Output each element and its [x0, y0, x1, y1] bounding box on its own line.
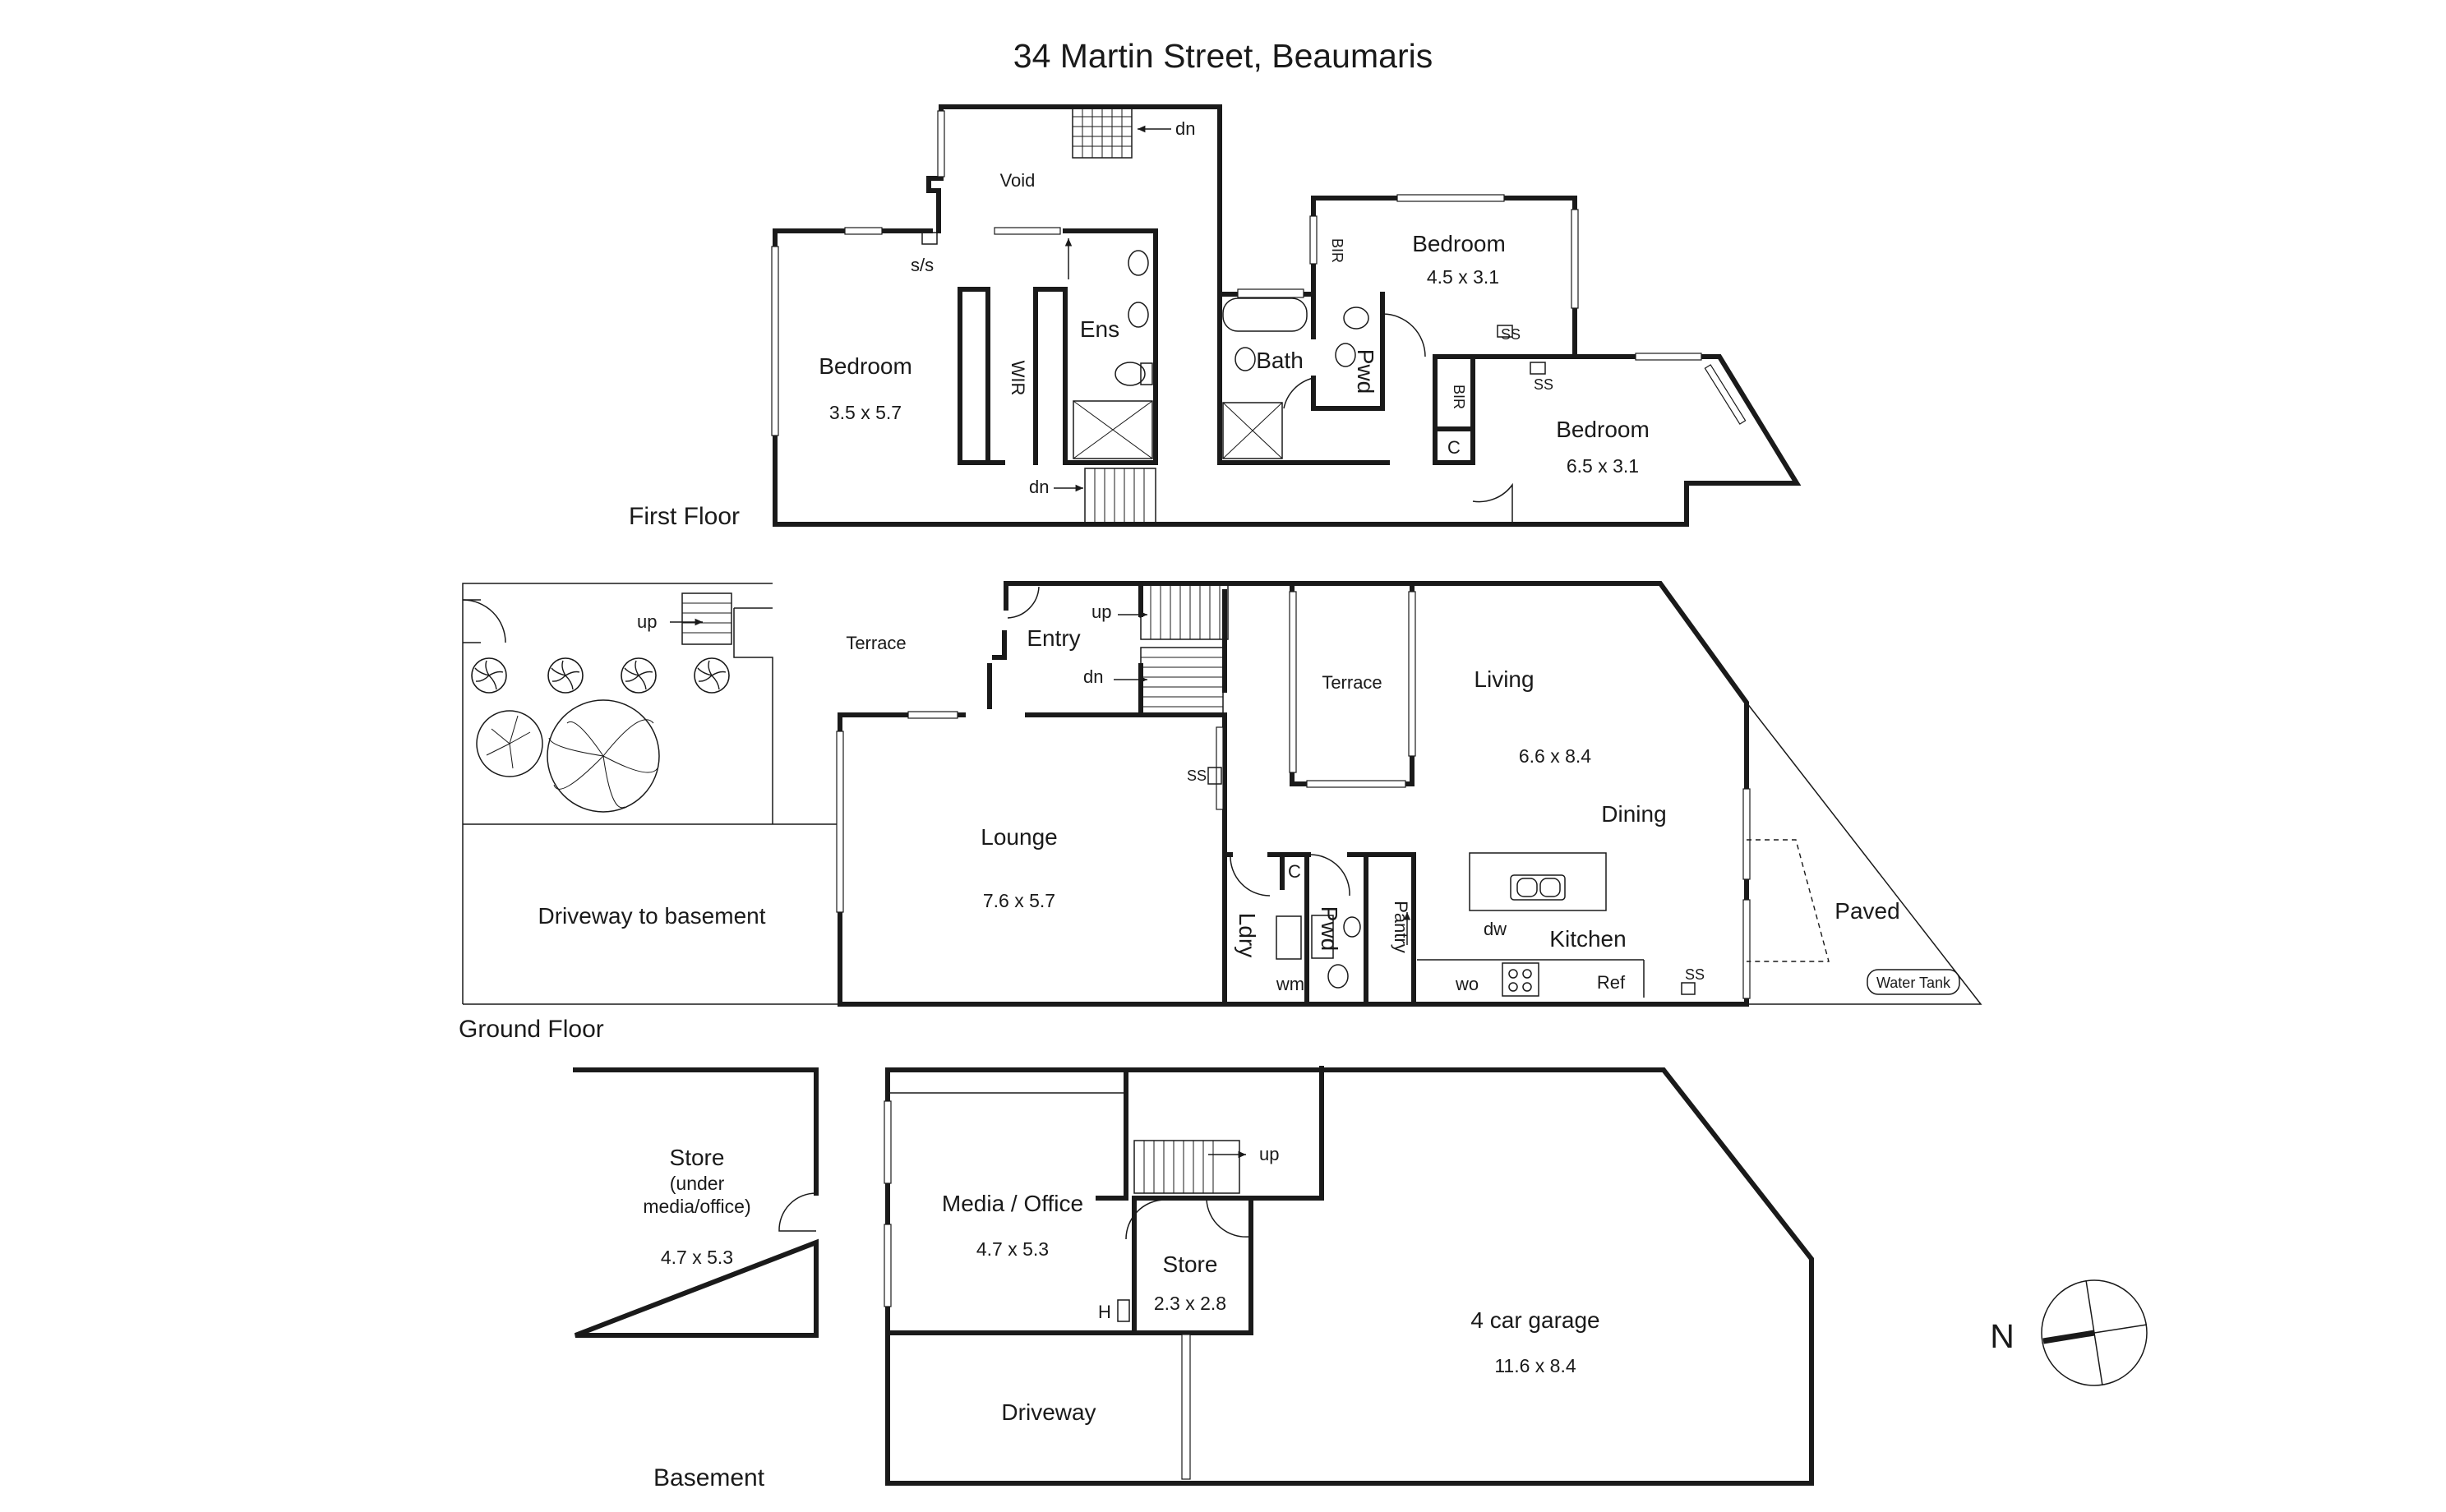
- store-under-sub1: (under: [670, 1173, 725, 1194]
- store-under-name: Store: [670, 1145, 725, 1170]
- h-label: H: [1098, 1302, 1111, 1322]
- ss-stair-label: s/s: [911, 255, 934, 275]
- service-walls: [1222, 852, 1416, 1007]
- up-label-stair: up: [1091, 602, 1111, 622]
- bath-walls: [1311, 292, 1385, 411]
- ground-floor-label: Ground Floor: [459, 1016, 604, 1043]
- dining-label: Dining: [1601, 801, 1666, 827]
- water-tank-box: [1867, 969, 1960, 995]
- dn-label-stair: dn: [1083, 666, 1103, 687]
- ss-label-2: SS: [1534, 376, 1553, 393]
- driveway-basement-label: Driveway to basement: [538, 903, 765, 929]
- basement: Basement Store (under media/office) 4.7 …: [573, 1066, 1814, 1491]
- dn-label-bottom: dn: [1029, 477, 1049, 497]
- bedroom2-name: Bedroom: [1412, 231, 1506, 256]
- ss-label-1: SS: [1501, 326, 1521, 343]
- lounge-dims: 7.6 x 5.7: [983, 890, 1055, 911]
- pwd-label-first: Pwd: [1353, 349, 1378, 394]
- wm-label: wm: [1276, 974, 1304, 994]
- ref-label: Ref: [1597, 972, 1626, 993]
- dw-label: dw: [1484, 919, 1507, 939]
- ens-label: Ens: [1080, 316, 1119, 342]
- store-dims: 2.3 x 2.8: [1154, 1293, 1226, 1314]
- store-under-sub2: media/office): [643, 1196, 750, 1217]
- kitchen-label: Kitchen: [1549, 926, 1626, 952]
- living-name: Living: [1474, 666, 1534, 692]
- media-office-dims: 4.7 x 5.3: [976, 1238, 1049, 1260]
- driveway-label: Driveway: [1001, 1399, 1096, 1425]
- store-name: Store: [1163, 1252, 1218, 1277]
- up-label-basement: up: [1259, 1144, 1279, 1164]
- master-bedroom-walls: [773, 228, 1158, 465]
- living-dims: 6.6 x 8.4: [1519, 745, 1591, 767]
- paved-dash: [1747, 839, 1830, 962]
- basement-inner-walls: [885, 1066, 1324, 1335]
- lounge-name: Lounge: [981, 824, 1057, 850]
- first-floor: First Floor Void dn s/s Bedroom 3.5 x 5.…: [629, 104, 1802, 530]
- basement-label: Basement: [653, 1464, 765, 1491]
- first-floor-label: First Floor: [629, 503, 740, 530]
- wo-label: wo: [1455, 974, 1479, 994]
- stair-first-bottom: [1054, 468, 1156, 525]
- garage-dims: 11.6 x 8.4: [1494, 1355, 1576, 1376]
- water-tank-label: Water Tank: [1876, 975, 1951, 991]
- kitchen-island: [1469, 852, 1607, 911]
- stair-first-top: [1072, 106, 1171, 159]
- ens-wall: [1033, 287, 1068, 465]
- pantry-label: Pantry: [1391, 901, 1411, 953]
- basement-outline: [885, 1067, 1814, 1486]
- ground-floor: Ground Floor up Terrace Entry up dn Terr…: [459, 581, 1982, 1043]
- terrace-mid-label: Terrace: [1322, 672, 1382, 693]
- void-label: Void: [1000, 170, 1036, 191]
- north-label: N: [1990, 1317, 2014, 1355]
- pwd-label-ground: Pwd: [1317, 906, 1342, 951]
- media-office-name: Media / Office: [942, 1191, 1083, 1216]
- bedroom3-bir-walls: [1433, 354, 1475, 465]
- bedroom3-dims: 6.5 x 3.1: [1567, 455, 1639, 477]
- bedroom3-name: Bedroom: [1556, 417, 1650, 442]
- compass-circle: [2041, 1279, 2148, 1386]
- paved-label: Paved: [1834, 898, 1899, 924]
- plan-title: 34 Martin Street, Beaumaris: [1013, 37, 1433, 75]
- ss-label-kitchen: SS: [1685, 966, 1705, 983]
- north-needle: [2042, 1330, 2095, 1344]
- bir-label-2: BIR: [1451, 385, 1467, 409]
- c-label-first: C: [1447, 437, 1461, 458]
- c-label-ground: C: [1288, 861, 1301, 882]
- dn-label-top: dn: [1175, 118, 1195, 139]
- store-under-dims: 4.7 x 5.3: [661, 1247, 733, 1268]
- garage-name: 4 car garage: [1470, 1307, 1599, 1333]
- bath-label: Bath: [1256, 348, 1304, 373]
- void-walls: [926, 104, 1222, 297]
- up-label-garden: up: [637, 611, 657, 632]
- store-under-outline: [573, 1067, 819, 1338]
- stair-basement: [1133, 1140, 1246, 1194]
- wir-label: WIR: [1008, 361, 1028, 396]
- garden-outline: [462, 583, 840, 1005]
- terrace-left-label: Terrace: [846, 633, 906, 653]
- compass: N: [1990, 1279, 2148, 1386]
- wir-walls: [958, 287, 990, 465]
- ldry-label: Ldry: [1235, 913, 1260, 957]
- entry-label: Entry: [1027, 625, 1080, 651]
- bir-label-1: BIR: [1329, 238, 1345, 263]
- master-bedroom-name: Bedroom: [819, 353, 912, 379]
- ss-label-lounge: SS: [1187, 768, 1207, 784]
- stair-garden: [670, 592, 732, 645]
- stair-ground: [1114, 583, 1229, 716]
- master-bedroom-dims: 3.5 x 5.7: [829, 402, 902, 423]
- paved-area: [1746, 702, 1982, 1005]
- bedroom2-dims: 4.5 x 3.1: [1427, 266, 1499, 288]
